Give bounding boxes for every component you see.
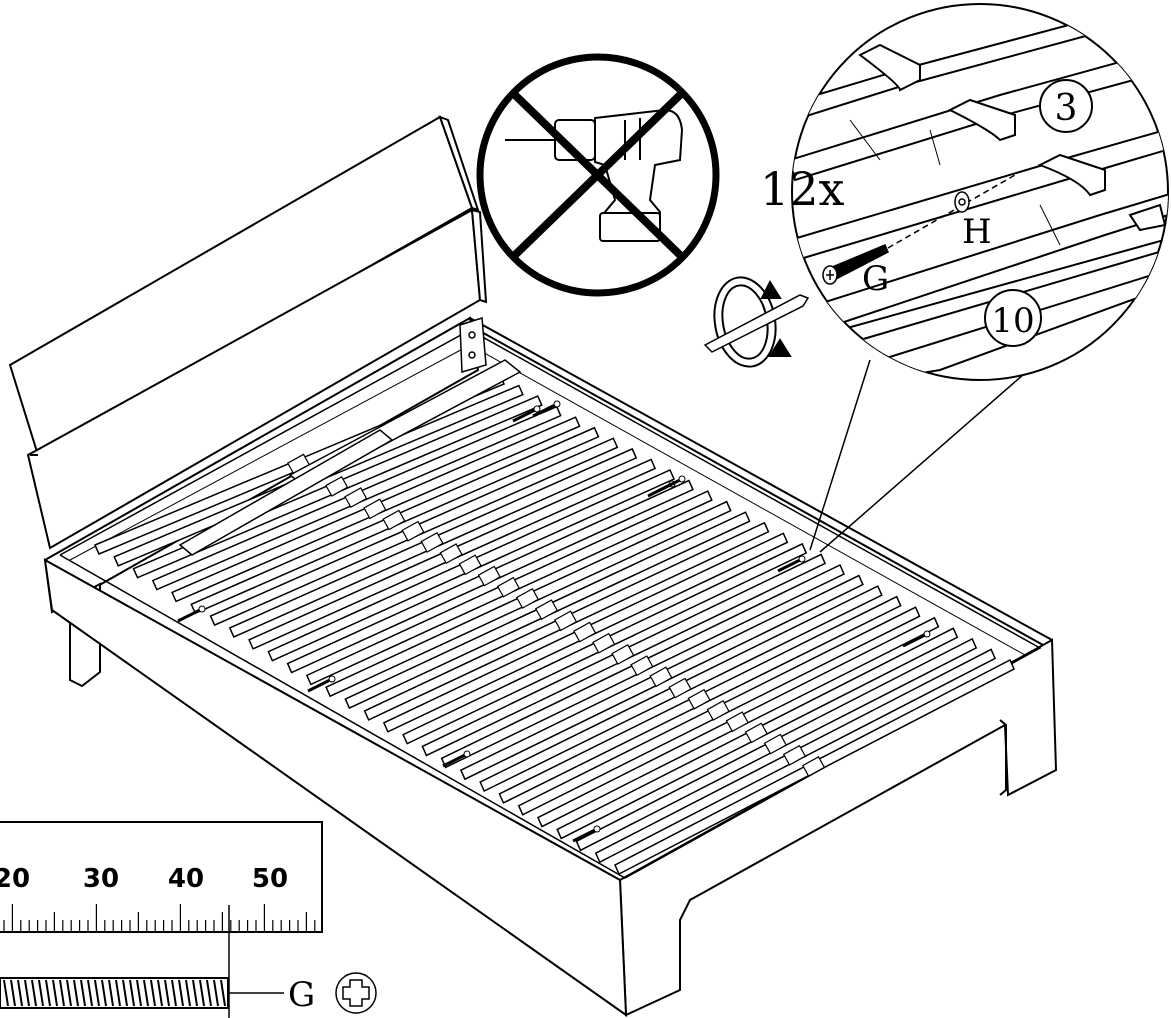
slat-screw [657,475,686,493]
slat [421,553,827,757]
ruler-tick-label: 20 [0,864,30,894]
slat [267,469,675,662]
slat-screw [442,750,471,768]
slat [459,574,864,781]
slat [614,658,1015,876]
slat [286,479,694,674]
slat [575,637,978,852]
actual-size-screw [0,977,229,1009]
ruler-tick-label: 30 [83,864,119,894]
center-support [178,317,522,556]
slat-screw [777,555,806,573]
rail-number-circle [984,289,1042,347]
slat-screw [512,405,541,423]
zoom-callout: 12x G H 3 10 [760,3,1169,553]
slat [190,426,600,615]
slat [517,606,921,816]
slat [382,532,789,733]
phillips-head-icon [335,972,377,1014]
slat-screw [572,825,601,843]
slat-screws [177,400,931,843]
part-label-h: H [962,212,992,252]
bed-frame [43,316,1058,1017]
slat [305,490,713,686]
slat [151,405,562,591]
slat [325,500,732,698]
slat [594,648,997,864]
slat [248,458,657,650]
slat [498,595,902,804]
no-power-drill-icon [476,53,720,297]
ruler-screw-label: G [288,975,315,1015]
slat-number: 3 [1055,88,1078,129]
slat-number-circle [1039,79,1093,133]
headboard [8,115,488,550]
ruler: 20 30 40 50 G [0,821,377,1018]
ruler-tick-label: 40 [168,864,204,894]
slat-screw [307,675,336,693]
slat [479,585,883,793]
slat [209,437,619,627]
screw-g [822,174,1016,285]
slat [363,521,770,721]
slat [228,447,638,638]
slat [132,395,543,579]
slat [344,511,751,710]
slat [402,542,808,745]
rail-number: 10 [991,301,1034,341]
slat [171,416,581,603]
slat-screw [902,630,931,648]
quantity-label: 12x [760,162,845,216]
washer-h [954,191,970,213]
slat [536,616,940,828]
slat [556,627,959,840]
slat-group [94,374,1015,876]
slat-screw [177,605,206,623]
slat-screw [532,400,561,418]
ruler-ticks [3,904,316,932]
ruler-tick-label: 50 [252,864,288,894]
phillips-screwdriver-icon [703,294,810,353]
part-label-g: G [862,259,889,299]
